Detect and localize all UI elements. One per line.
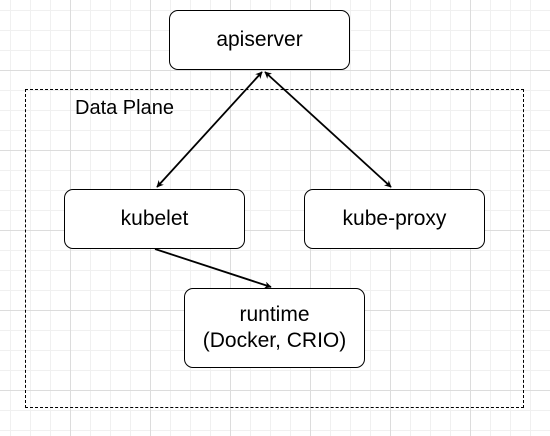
kubelet-label: kubelet [120,207,189,230]
kubelet-node[interactable]: kubelet [64,189,245,249]
edge-apiserver-kube-proxy [264,71,392,188]
kube-proxy-node[interactable]: kube-proxy [304,189,485,249]
data-plane-group-label: Data Plane [75,97,174,119]
edge-apiserver-kubelet [156,71,263,188]
runtime-label-group: runtime (Docker, CRIO) [203,302,347,354]
kube-proxy-label: kube-proxy [342,207,447,230]
runtime-node[interactable]: runtime (Docker, CRIO) [184,288,365,368]
apiserver-label: apiserver [216,28,303,51]
runtime-sublabel: (Docker, CRIO) [202,329,347,352]
apiserver-node[interactable]: apiserver [169,10,350,70]
runtime-label: runtime [239,303,310,326]
edge-kubelet-runtime [154,248,272,289]
